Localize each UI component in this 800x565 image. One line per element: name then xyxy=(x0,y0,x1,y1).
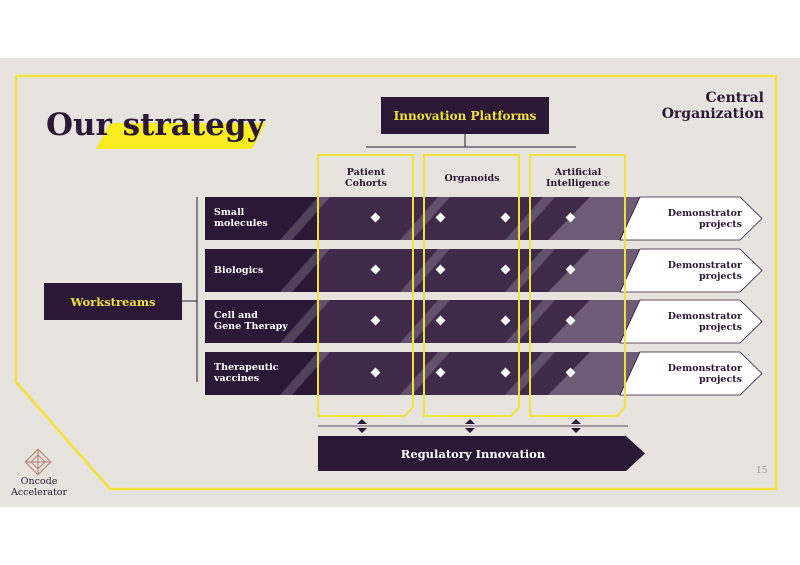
column-organoids xyxy=(423,154,520,417)
row-label-cell-gene-therapy: Cell and Gene Therapy xyxy=(214,310,288,332)
demonstrator-projects-label: Demonstrator projects xyxy=(667,208,742,230)
row-label-therapeutic-vaccines: Therapeutic vaccines xyxy=(214,362,279,384)
bidirectional-arrows xyxy=(357,419,581,433)
workstreams-box: Workstreams xyxy=(44,283,182,320)
row-label-biologics: Biologics xyxy=(214,265,264,276)
demonstrator-projects-label: Demonstrator projects xyxy=(667,260,742,282)
row-small-molecules xyxy=(205,196,763,241)
oncode-logo-icon xyxy=(24,448,52,476)
column-label-organoids: Organoids xyxy=(444,172,500,184)
column-label-artificial-intelligence: Artificial Intelligence xyxy=(545,167,611,189)
arrow-updown-1 xyxy=(357,419,367,433)
demonstrator-projects-label: Demonstrator projects xyxy=(667,311,742,333)
demonstrator-projects-label: Demonstrator projects xyxy=(667,363,742,385)
innovation-platforms-box: Innovation Platforms xyxy=(381,97,549,134)
row-therapeutic-vaccines xyxy=(205,351,763,396)
row-cell-gene-therapy xyxy=(205,299,763,344)
page-title: Our strategy xyxy=(46,107,265,143)
arrow-updown-3 xyxy=(571,419,581,433)
regulatory-innovation-arrow xyxy=(318,436,645,471)
arrow-updown-2 xyxy=(465,419,475,433)
outer-frame xyxy=(14,74,778,491)
platform-columns xyxy=(317,154,626,417)
column-artificial-intelligence xyxy=(529,154,626,417)
column-patient-cohorts xyxy=(317,154,414,417)
page-number: 15 xyxy=(756,466,768,476)
workstream-rows xyxy=(205,196,763,396)
row-biologics xyxy=(205,248,763,293)
column-label-patient-cohorts: Patient Cohorts xyxy=(345,167,387,189)
row-label-small-molecules: Small molecules xyxy=(214,207,268,229)
intersection-markers xyxy=(370,212,576,378)
central-organization-label: Central Organization xyxy=(661,90,764,122)
regulatory-innovation-label: Regulatory Innovation xyxy=(400,447,546,461)
logo-text: Oncode Accelerator xyxy=(10,476,68,498)
title-highlight xyxy=(96,123,266,149)
